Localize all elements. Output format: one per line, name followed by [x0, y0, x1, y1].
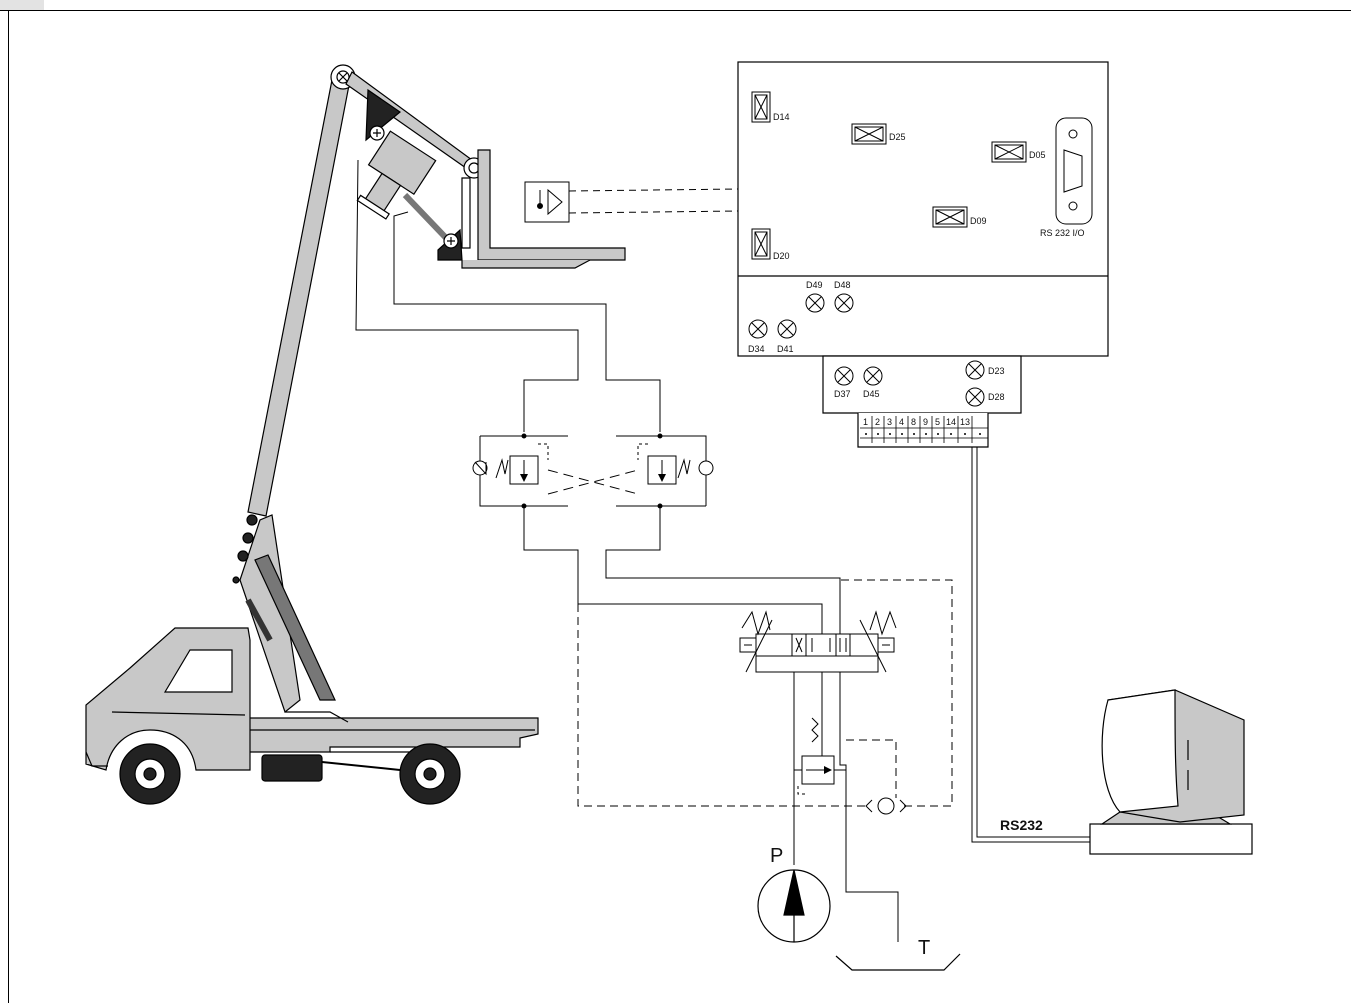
controller-unit: [737, 61, 1109, 448]
pressure-relief-valve: [794, 717, 835, 795]
rear-wheel: [399, 743, 461, 805]
terminal-5: 5: [935, 417, 940, 427]
hydraulic-pump: [757, 869, 831, 943]
terminal-3: 3: [887, 417, 892, 427]
tank-label: T: [918, 937, 930, 959]
led-d34-label: D34: [748, 344, 765, 354]
chip-d09-label: D09: [970, 216, 987, 226]
corner-tab: [0, 0, 44, 10]
hydraulic-tank: [835, 953, 961, 971]
counterbalance-valve-left: [472, 433, 568, 509]
led-d41-label: D41: [777, 344, 794, 354]
terminal-2: 2: [875, 417, 880, 427]
led-d45: D45: [863, 366, 883, 399]
led-d41: D41: [777, 319, 797, 354]
rs232-port: RS 232 I/O: [1040, 117, 1093, 238]
circuit-lines: [523, 506, 899, 942]
frame-top-border: [0, 10, 1351, 11]
frame-left-border: [8, 10, 9, 1003]
leds: D49 D48 D34 D41 D37 D45 D23 D28: [748, 280, 1005, 407]
terminal-13: 13: [960, 417, 970, 427]
rs232-cable-label: RS232: [1000, 817, 1043, 833]
angle-sensor: [524, 181, 739, 223]
led-d23-label: D23: [988, 366, 1005, 376]
terminal-1: 1: [863, 417, 868, 427]
counterbalance-valve-right: [616, 433, 714, 509]
chip-d20: D20: [751, 228, 790, 261]
led-d34: D34: [748, 319, 768, 354]
rs232-cable: [971, 447, 1092, 843]
led-d49: D49: [805, 280, 825, 313]
rs232-port-label: RS 232 I/O: [1040, 228, 1085, 238]
terminal-8: 8: [911, 417, 916, 427]
led-d28-label: D28: [988, 392, 1005, 402]
led-d48: D48: [834, 280, 854, 313]
chip-d05-label: D05: [1029, 150, 1046, 160]
terminal-strip: 1 2 3 4 8 9 5 14 13: [863, 417, 981, 435]
terminal-4: 4: [899, 417, 904, 427]
hydraulic-hoses: [355, 159, 661, 432]
chip-d14: D14: [751, 91, 790, 123]
truck: [85, 514, 539, 805]
pump-label: P: [770, 845, 783, 867]
chip-d14-label: D14: [773, 112, 790, 122]
boom-arm: [247, 64, 626, 517]
chip-d05: D05: [991, 141, 1046, 163]
computer: [1089, 689, 1253, 855]
led-d37: D37: [834, 366, 854, 399]
directional-control-valve: [739, 610, 897, 673]
chip-d25: D25: [851, 123, 906, 145]
led-d48-label: D48: [834, 280, 851, 290]
chip-d20-label: D20: [773, 251, 790, 261]
chip-d25-label: D25: [889, 132, 906, 142]
pilot-cross-lines: [547, 469, 639, 495]
terminal-9: 9: [923, 417, 928, 427]
led-d49-label: D49: [806, 280, 823, 290]
pilot-check-valve: [865, 797, 907, 815]
chip-d09: D09: [932, 206, 987, 228]
pilot-lines: [577, 579, 953, 807]
led-d28: D28: [965, 387, 1005, 407]
led-d23: D23: [965, 360, 1005, 380]
led-d45-label: D45: [863, 389, 880, 399]
front-wheel: [119, 743, 181, 805]
terminal-14: 14: [946, 417, 956, 427]
led-d37-label: D37: [834, 389, 851, 399]
